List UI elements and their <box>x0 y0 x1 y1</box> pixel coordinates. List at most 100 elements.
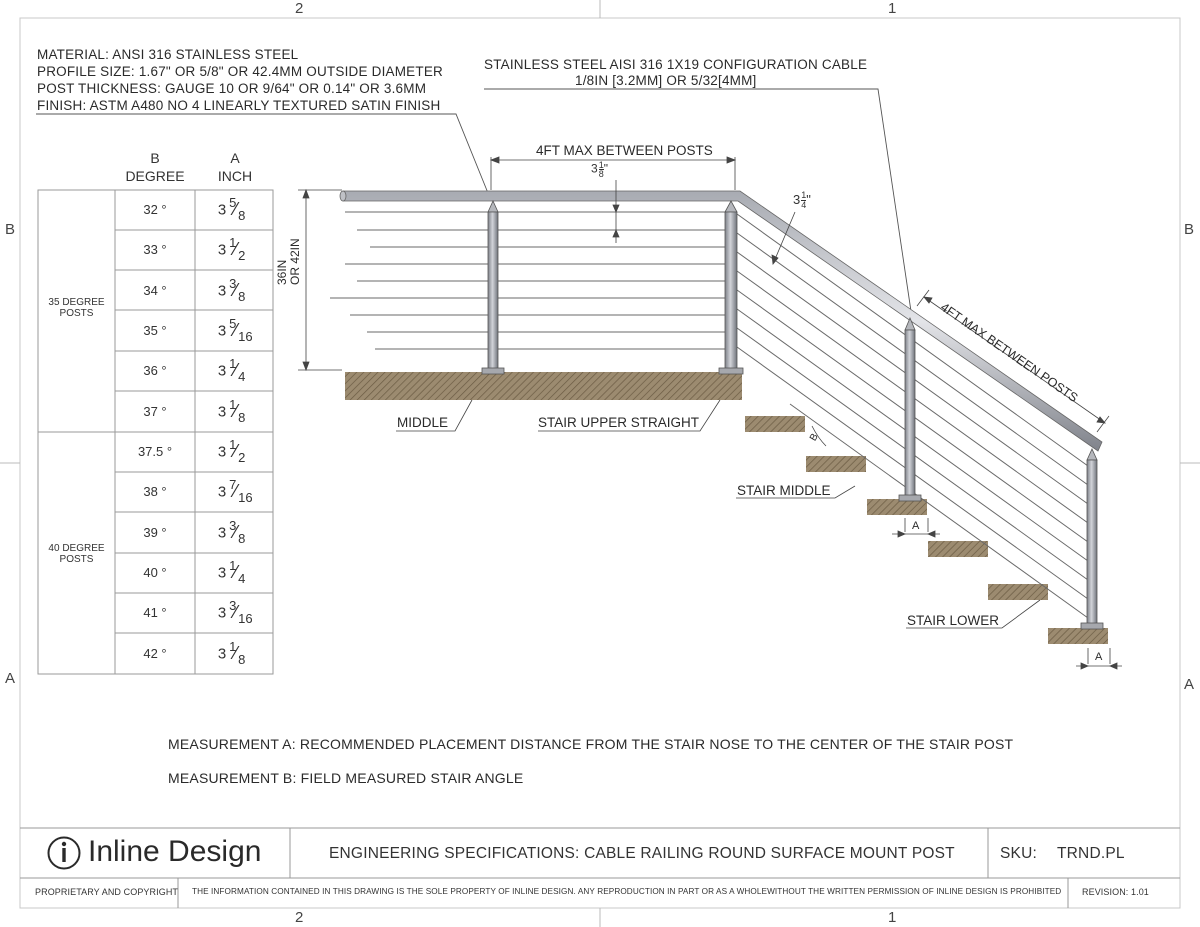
brand-logo-icon <box>46 835 82 871</box>
inch-denominator: 8 <box>238 288 246 304</box>
label-stair-lower: STAIR LOWER <box>907 613 1000 628</box>
inch-fraction: 1⁄4 <box>226 356 250 385</box>
inch-denominator: 2 <box>238 449 246 465</box>
material-note-line: MATERIAL: ANSI 316 STAINLESS STEEL <box>37 47 299 62</box>
cable-gap-num: 1 <box>598 160 604 170</box>
inch-numerator: 1 <box>229 436 237 452</box>
inch-whole: 3 <box>217 524 227 542</box>
inch-numerator: 3 <box>229 598 237 614</box>
table-cell-degree: 41 ° <box>143 605 167 621</box>
table-cell-degree: 40 ° <box>143 564 167 580</box>
material-note-line: PROFILE SIZE: 1.67" OR 5/8" OR 42.4MM OU… <box>37 64 443 79</box>
inch-numerator: 1 <box>229 557 237 573</box>
zone-label-bottom-1: 1 <box>888 909 897 926</box>
inch-whole: 3 <box>217 604 227 622</box>
inch-fraction: 1⁄8 <box>226 638 250 668</box>
rail-height-line-2: OR 42IN <box>288 238 302 285</box>
inch-whole: 3 <box>217 645 227 663</box>
material-note-line: POST THICKNESS: GAUGE 10 OR 9/64" OR 0.1… <box>37 81 427 96</box>
table-cell-degree: 32 ° <box>143 202 167 217</box>
measurement-b-note: MEASUREMENT B: FIELD MEASURED STAIR ANGL… <box>168 770 524 786</box>
top-span-dimension: 4FT MAX BETWEEN POSTS <box>536 143 713 158</box>
proprietary-label: PROPRIETARY AND COPYRIGHT <box>35 887 179 897</box>
posts <box>481 200 1104 630</box>
inch-whole: 3 <box>217 201 227 219</box>
rail-height-dimension: 36IN OR 42IN <box>275 238 302 285</box>
table-cell-degree: 36 ° <box>143 363 167 379</box>
sku-value: TRND.PL <box>1057 845 1125 862</box>
inch-numerator: 5 <box>229 195 237 210</box>
inch-whole: 3 <box>217 362 227 380</box>
label-middle-post: MIDDLE <box>397 415 449 430</box>
stair-cable-gap-den: 4 <box>801 200 807 210</box>
brand-name: Inline Design <box>88 835 262 868</box>
inch-whole: 3 <box>217 443 227 461</box>
inch-denominator: 16 <box>238 611 253 627</box>
inch-fraction: 3⁄8 <box>226 518 250 547</box>
drawing-title: ENGINEERING SPECIFICATIONS: CABLE RAILIN… <box>329 845 955 862</box>
table-cell-degree: 37 ° <box>143 403 167 419</box>
inch-fraction: 3⁄16 <box>226 598 253 627</box>
inch-denominator: 8 <box>238 530 246 546</box>
inch-fraction: 5⁄16 <box>226 316 253 345</box>
inch-denominator: 16 <box>238 328 253 344</box>
table-header-degree-text: DEGREE <box>125 168 185 184</box>
table-header-degree-letter: B <box>150 150 160 166</box>
inch-fraction-slash: ⁄ <box>234 360 238 381</box>
zone-label-top-1: 1 <box>888 0 897 17</box>
inch-whole: 3 <box>217 241 227 259</box>
inch-denominator: 16 <box>238 490 253 506</box>
ownership-disclaimer: THE INFORMATION CONTAINED IN THIS DRAWIN… <box>192 887 1062 896</box>
stair-treads <box>745 416 1108 644</box>
note-leaders <box>36 88 913 319</box>
inch-fraction-slash: ⁄ <box>234 642 238 663</box>
inch-numerator: 7 <box>229 477 237 493</box>
sku-label: SKU: <box>1000 845 1037 862</box>
inch-denominator: 8 <box>238 651 246 667</box>
dimension-lines <box>298 156 1122 670</box>
inch-fraction: 1⁄2 <box>226 436 250 466</box>
table-cell-degree: 35 ° <box>143 322 167 338</box>
rail-end-cap <box>339 190 347 202</box>
inch-fraction: 3⁄8 <box>226 276 250 305</box>
inch-numerator: 1 <box>229 356 237 372</box>
group-label-35-line: 35 DEGREE <box>48 297 105 308</box>
inch-fraction-slash: ⁄ <box>234 561 238 582</box>
cable-note-line-1: STAINLESS STEEL AISI 316 1X19 CONFIGURAT… <box>484 57 868 72</box>
inch-fraction: 1⁄8 <box>226 397 250 426</box>
measurement-a-note: MEASUREMENT A: RECOMMENDED PLACEMENT DIS… <box>168 736 1014 752</box>
inch-fraction-slash: ⁄ <box>234 400 238 421</box>
stair-cable-gap-whole: 3 <box>793 191 801 207</box>
table-cell-degree: 34 ° <box>143 282 167 298</box>
cable-gap-den: 8 <box>598 169 604 179</box>
zone-label-top-2: 2 <box>295 0 304 17</box>
inch-whole: 3 <box>217 282 227 300</box>
table-cell-degree: 39 ° <box>143 524 167 540</box>
inch-fraction-slash: ⁄ <box>234 279 238 300</box>
inch-denominator: 8 <box>238 409 246 425</box>
cable-note-line-2: 1/8IN [3.2MM] OR 5/32[4MM] <box>575 73 757 88</box>
inch-numerator: 1 <box>229 235 237 251</box>
stair-cable-gap-num: 1 <box>801 190 807 201</box>
inch-denominator: 8 <box>238 208 246 223</box>
table-header-inch: A INCH <box>195 149 275 185</box>
group-label-35: 35 DEGREE POSTS <box>38 297 115 319</box>
zone-label-left-b: B <box>5 221 16 238</box>
brand-logo-mark <box>47 836 81 870</box>
inch-numerator: 1 <box>229 638 237 654</box>
inch-fraction-slash: ⁄ <box>234 440 238 461</box>
zone-label-bottom-2: 2 <box>295 909 304 926</box>
inch-denominator: 4 <box>238 369 246 385</box>
group-label-40-line: 40 DEGREE <box>48 543 105 554</box>
inch-fraction-slash: ⁄ <box>234 199 238 219</box>
